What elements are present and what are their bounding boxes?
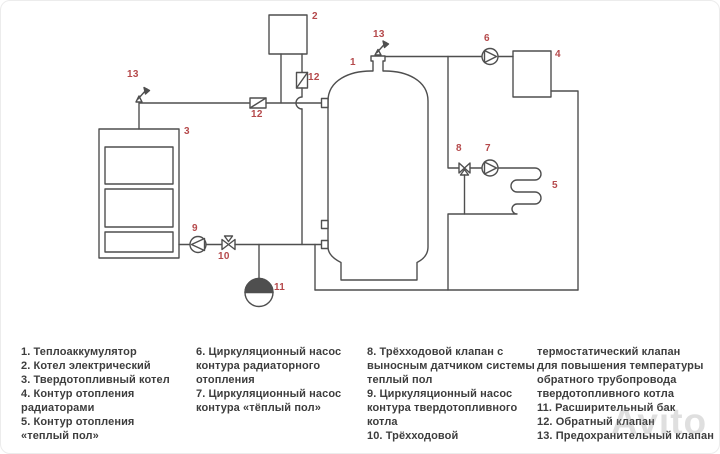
legend-line: 6. Циркуляционный насос	[196, 346, 342, 358]
diagram-number-label: 6	[484, 33, 490, 44]
legend-line: 3. Твердотопливный котел	[21, 374, 170, 386]
legend-line: 12. Обратный клапан	[537, 416, 655, 428]
legend-line: котла	[367, 416, 398, 428]
legend-column-2: 6. Циркуляционный насос контура радиаторн…	[196, 345, 374, 415]
legend-line: контура радиаторного	[196, 360, 321, 372]
legend-line: 11. Расширительный бак	[537, 402, 676, 414]
radiator-circuit	[384, 47, 579, 291]
diagram-number-label: 5	[552, 180, 558, 191]
legend-column-4: термостатический клапан для повышения тем…	[537, 345, 715, 443]
legend-line: «теплый пол»	[21, 430, 99, 442]
floor-heating-coil	[447, 167, 542, 291]
pump-7-icon	[481, 159, 499, 177]
diagram-number-label: 12	[308, 72, 320, 83]
expansion-tank-icon	[244, 277, 274, 308]
three-way-valve-8-icon	[458, 162, 471, 176]
diagram-number-label: 4	[555, 49, 561, 60]
supply-line	[135, 86, 323, 130]
floor-heating-circuit	[447, 55, 542, 291]
legend-line: 4. Контур отопления	[21, 388, 135, 400]
diagram-number-label: 1	[350, 57, 356, 68]
legend-line: контура твердотопливного	[367, 402, 518, 414]
diagram-number-label: 8	[456, 143, 462, 154]
legend-line: 1. Теплоаккумулятор	[21, 346, 137, 358]
electric-boiler	[268, 14, 309, 246]
safety-valve-icon	[374, 40, 390, 56]
legend-line: теплый пол	[367, 374, 433, 386]
legend-line: радиаторами	[21, 402, 95, 414]
pump-6-icon	[481, 47, 499, 66]
diagram-number-label: 11	[274, 282, 286, 293]
legend-line: твердотопливного котла	[537, 388, 675, 400]
legend-line: выносным датчиком системы	[367, 360, 535, 372]
legend-line: 7. Циркуляционный насос	[196, 388, 342, 400]
diagram-number-label: 9	[192, 223, 198, 234]
legend-line: 5. Контур отопления	[21, 416, 135, 428]
legend-line: 10. Трёхходовой	[367, 430, 459, 442]
diagram-number-label: 3	[184, 126, 190, 137]
check-valve-horizontal-icon	[249, 97, 267, 109]
legend-line: термостатический клапан	[537, 346, 681, 358]
legend-line: 13. Предохранительный клапан	[537, 430, 714, 442]
legend-line: 2. Котел электрический	[21, 360, 151, 372]
solid-fuel-boiler	[98, 128, 180, 259]
diagram	[98, 14, 579, 308]
legend-line: обратного трубопровода	[537, 374, 677, 386]
legend-line: для повышения температуры	[537, 360, 704, 372]
boiler-return-line	[178, 235, 323, 308]
three-way-valve-10-icon	[221, 235, 236, 251]
legend: 1. Теплоаккумулятор 2. Котел электрически…	[1, 345, 719, 449]
legend-line: 8. Трёхходовой клапан с	[367, 346, 504, 358]
check-valve-vertical-icon	[295, 71, 309, 89]
diagram-number-label: 10	[218, 251, 230, 262]
diagram-number-label: 13	[373, 29, 385, 40]
legend-line: отопления	[196, 374, 255, 386]
diagram-number-label: 7	[485, 143, 491, 154]
legend-line: 9. Циркуляционный насос	[367, 388, 513, 400]
legend-line: контура «тёплый пол»	[196, 402, 321, 414]
diagram-number-label: 13	[127, 69, 139, 80]
safety-valve-icon	[135, 86, 151, 103]
pump-9-icon	[189, 235, 207, 254]
diagram-number-label: 12	[251, 109, 263, 120]
buffer-tank	[320, 40, 429, 281]
diagram-number-label: 2	[312, 11, 318, 22]
legend-column-1: 1. Теплоаккумулятор 2. Котел электрически…	[21, 345, 199, 443]
legend-column-3: 8. Трёхходовой клапан с выносным датчиком…	[367, 345, 545, 443]
